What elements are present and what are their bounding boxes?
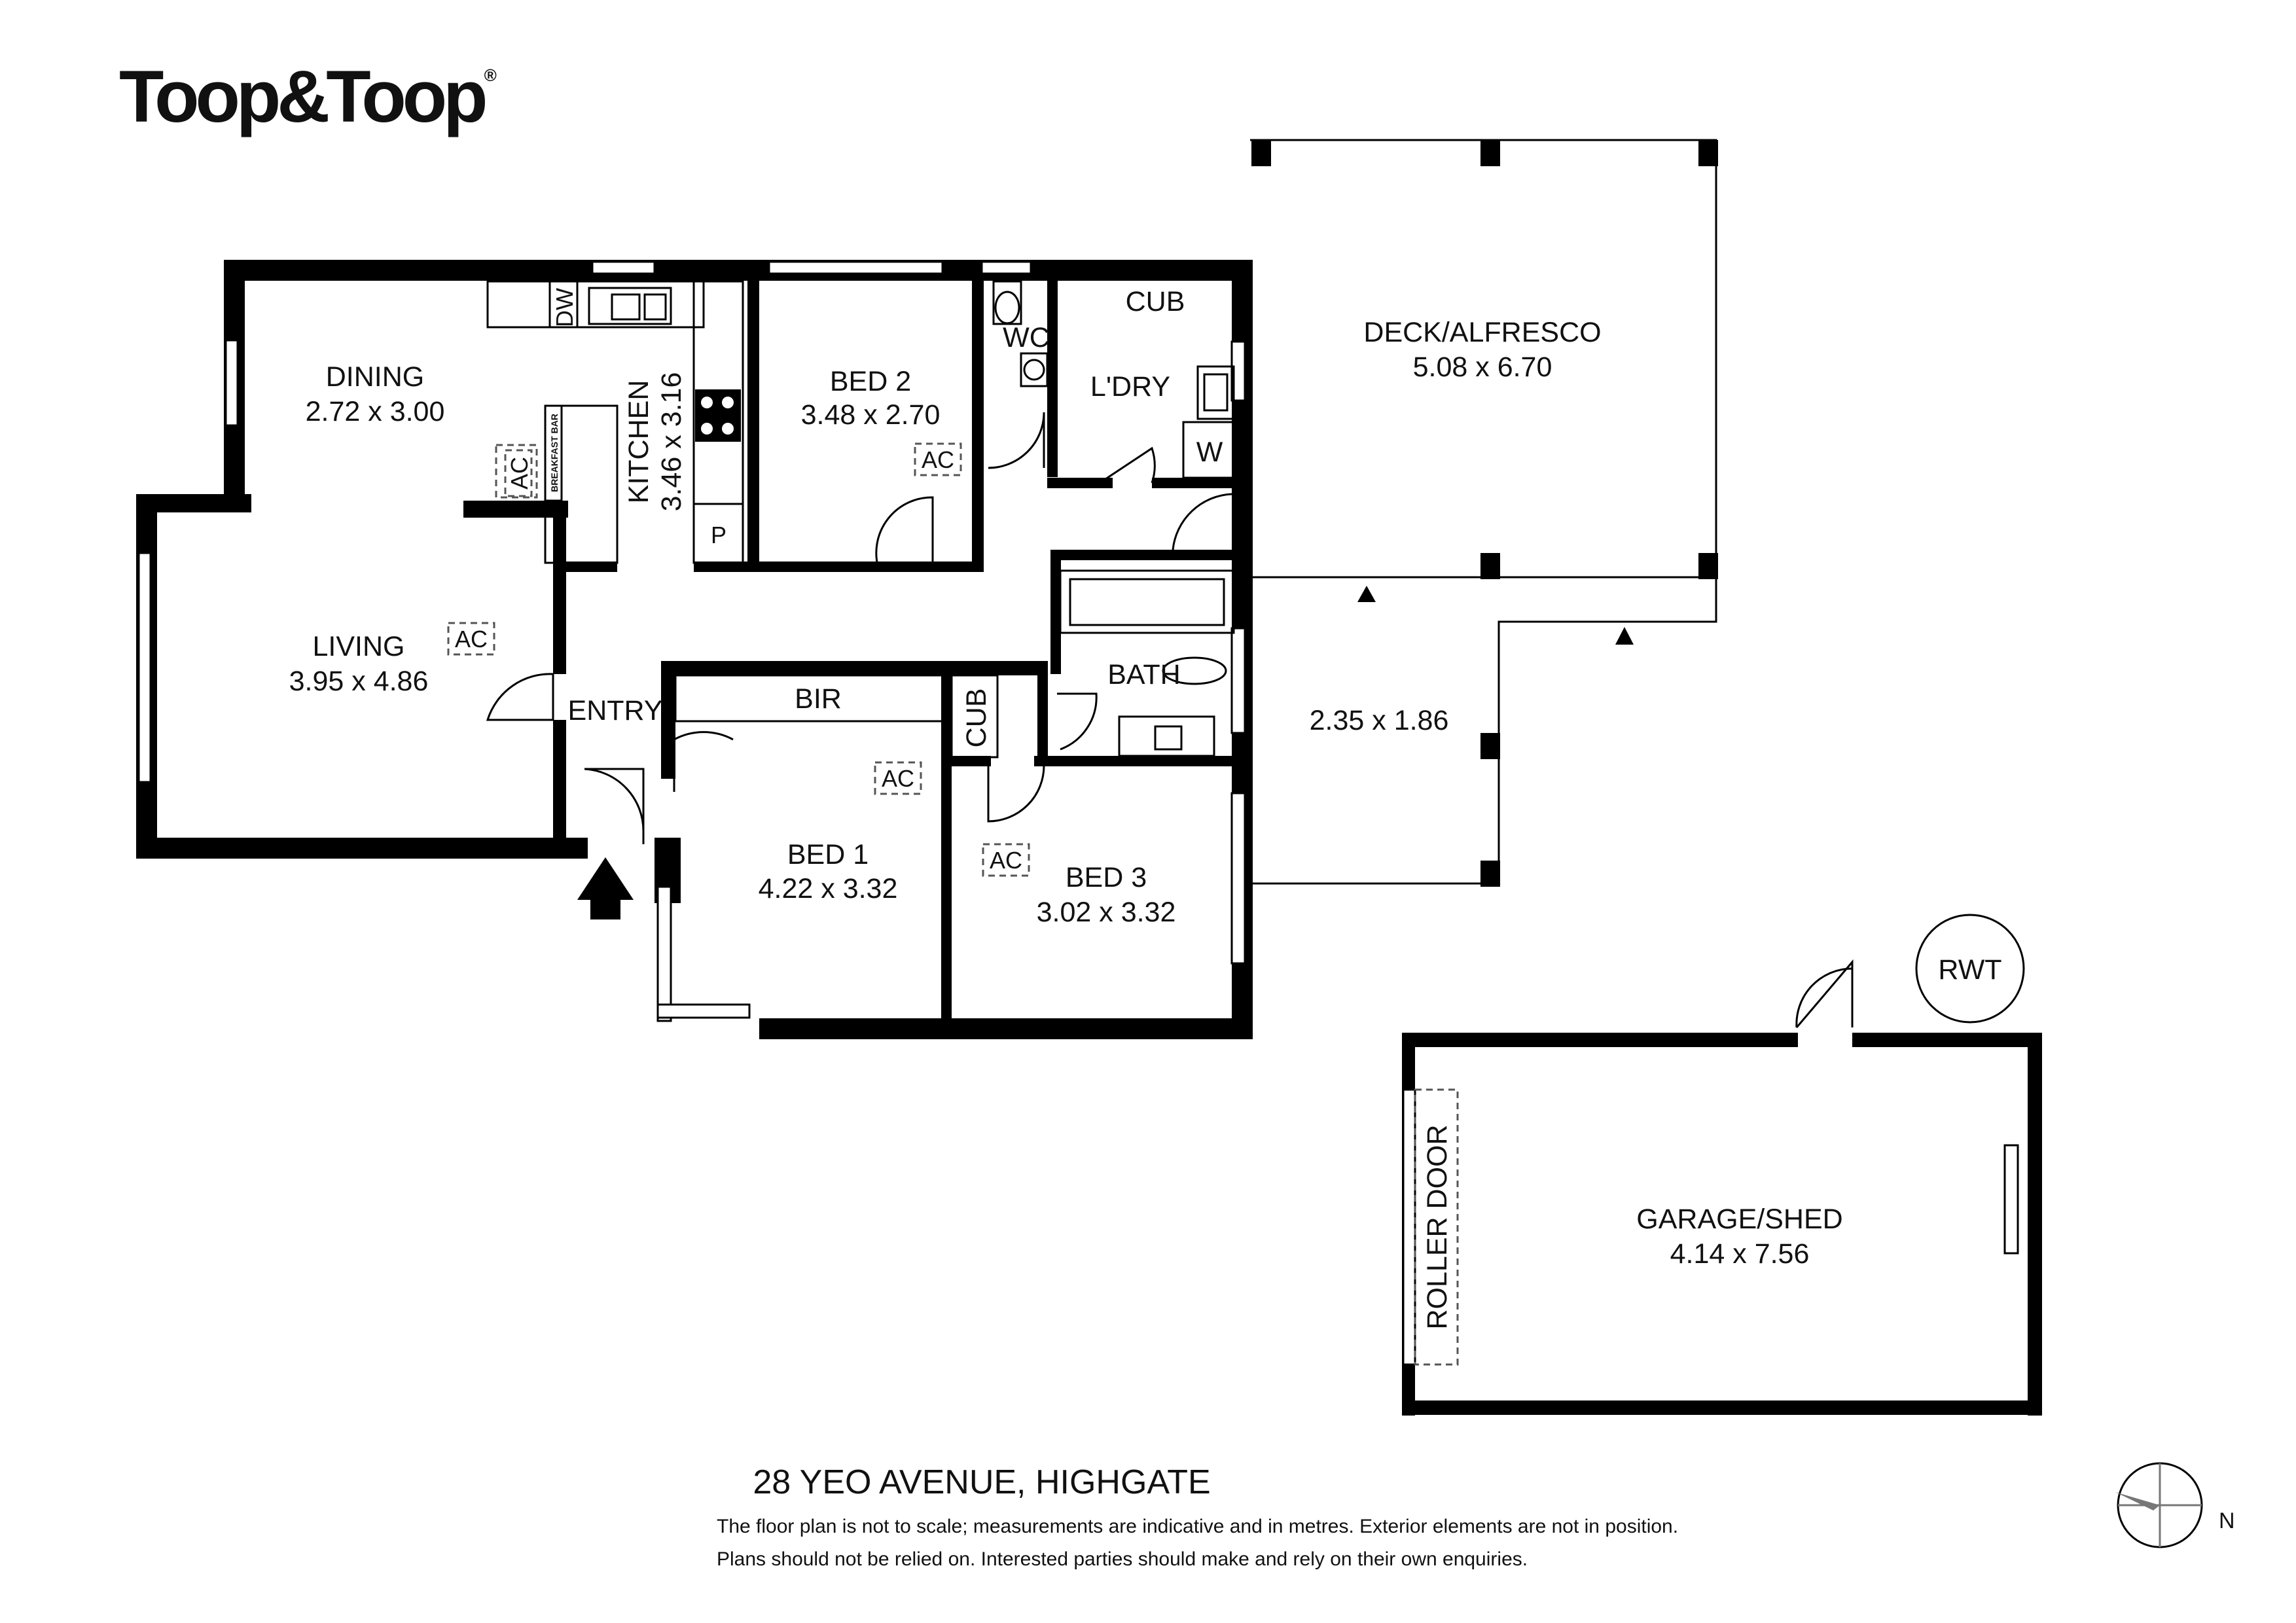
entry-arrow-icon	[577, 857, 634, 919]
bath-label: BATH	[1107, 659, 1181, 690]
toop-toop-logo: Toop&Toop®	[119, 60, 497, 134]
bed1-size: 4.22 x 3.32	[759, 873, 898, 904]
rwt-label: RWT	[1938, 954, 2001, 986]
bed3-size: 3.02 x 3.32	[1037, 897, 1176, 928]
ac-label-dining: AC	[506, 457, 533, 490]
windows	[137, 260, 2019, 1255]
bed3-label: BED 3	[1066, 862, 1147, 893]
dining-size: 2.72 x 3.00	[306, 396, 445, 427]
cub-closet	[950, 674, 999, 758]
breakfast-bar-label: BREAKFAST BAR	[549, 414, 560, 492]
bed2-size: 3.48 x 2.70	[801, 399, 941, 431]
cub-top-label: CUB	[1126, 286, 1185, 317]
doors	[486, 412, 1854, 1028]
deck-label: DECK/ALFRESCO	[1363, 317, 1601, 348]
bir-label: BIR	[795, 683, 842, 715]
disclaimer-line-2: Plans should not be relied on. Intereste…	[717, 1548, 1528, 1570]
bed1-label: BED 1	[787, 839, 869, 870]
laundry-label: L'DRY	[1090, 371, 1170, 402]
ac-label-bed2: AC	[922, 446, 954, 473]
property-address: 28 YEO AVENUE, HIGHGATE	[753, 1463, 1211, 1501]
ac-label-bed1: AC	[882, 765, 914, 792]
logo-text: Toop&Toop	[119, 56, 488, 137]
kitchen-size: 3.46 x 3.16	[656, 372, 687, 512]
disclaimer: The floor plan is not to scale; measurem…	[717, 1510, 1678, 1576]
w-label: W	[1196, 437, 1223, 468]
ac-label-bed3: AC	[990, 847, 1022, 874]
kitchen-label: KITCHEN	[623, 380, 655, 504]
compass-north-label: N	[2219, 1508, 2235, 1533]
disclaimer-line-1: The floor plan is not to scale; measurem…	[717, 1516, 1679, 1537]
deck-outline	[1250, 139, 1718, 887]
living-size: 3.95 x 4.86	[289, 666, 429, 697]
dishwasher-label: DW	[551, 288, 578, 327]
ac-label-living: AC	[455, 626, 488, 652]
interior-walls	[553, 281, 1240, 1019]
kitchen-fixtures	[486, 280, 744, 564]
garage-label: GARAGE/SHED	[1636, 1204, 1842, 1235]
cooktop-icon	[695, 389, 741, 442]
compass-icon: N	[2115, 1462, 2235, 1548]
wet-area-fixtures	[992, 280, 1237, 757]
garage-shed	[1402, 1033, 2042, 1416]
deck-size: 5.08 x 6.70	[1413, 351, 1552, 383]
wc-label: WC	[1003, 322, 1050, 353]
bir-shelf	[674, 674, 944, 722]
room-labels: DINING 2.72 x 3.00 KITCHEN 3.46 x 3.16 B…	[289, 286, 2002, 1330]
ac-markers: AC AC AC AC AC	[447, 442, 1030, 877]
pantry-label: P	[711, 522, 726, 548]
rainwater-tank	[1915, 914, 2025, 1024]
registered-mark: ®	[484, 65, 497, 85]
roller-door-label: ROLLER DOOR	[1422, 1124, 1453, 1329]
garage-size: 4.14 x 7.56	[1670, 1238, 1810, 1270]
dining-label: DINING	[326, 361, 425, 393]
cub-mid-label: CUB	[961, 688, 992, 748]
patio-size: 2.35 x 1.86	[1310, 705, 1449, 736]
bed2-label: BED 2	[830, 366, 911, 397]
living-label: LIVING	[313, 631, 405, 662]
entry-label: ENTRY	[568, 695, 663, 726]
